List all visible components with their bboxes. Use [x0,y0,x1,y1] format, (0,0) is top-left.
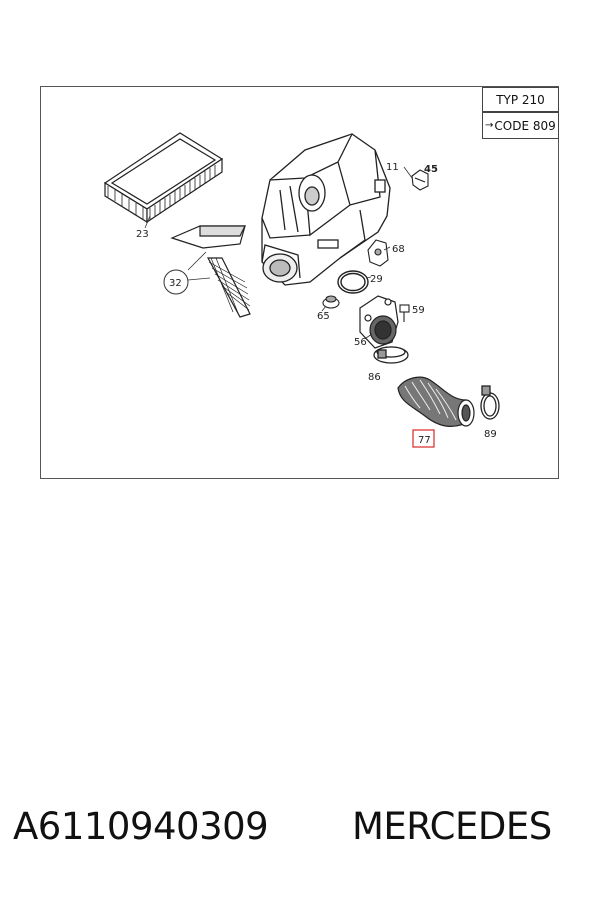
code-label: → CODE 809 [482,112,559,139]
callout-77: 77 [418,435,431,446]
type-label-text: TYP 210 [496,92,545,107]
mounting-bracket [367,239,389,267]
part-number: A6110940309 [13,805,269,848]
callout-65: 65 [317,311,330,322]
highlight-box-77 [412,429,435,448]
diagram-frame [40,86,559,479]
air-guide-plate [170,225,251,318]
brand-name: MERCEDES [352,805,552,848]
callout-68: 68 [392,244,405,255]
air-filter-element [103,132,224,224]
callout-32: 32 [169,278,182,289]
callout-59: 59 [412,305,425,316]
footer: A6110940309 MERCEDES [0,800,600,860]
retaining-clip [411,169,429,191]
intake-hose [397,376,475,427]
screw [399,304,410,322]
callout-86: 86 [368,372,381,383]
callout-56: 56 [354,337,367,348]
callout-89: 89 [484,429,497,440]
air-mass-sensor [359,295,399,349]
leader-lines [144,166,413,339]
callout-29: 29 [370,274,383,285]
hose-clamp [373,346,409,364]
callout-circle-32 [163,269,189,295]
arrow-right-icon: → [485,120,494,131]
rubber-grommet [322,295,340,309]
type-label: TYP 210 [482,87,559,112]
hose-clamp-small [480,385,500,420]
callout-45: 45 [424,164,438,175]
callout-11: 11 [386,162,399,173]
callout-23: 23 [136,229,149,240]
code-label-text: CODE 809 [494,118,556,133]
air-filter-housing [261,133,391,286]
sealing-ring [337,270,369,294]
